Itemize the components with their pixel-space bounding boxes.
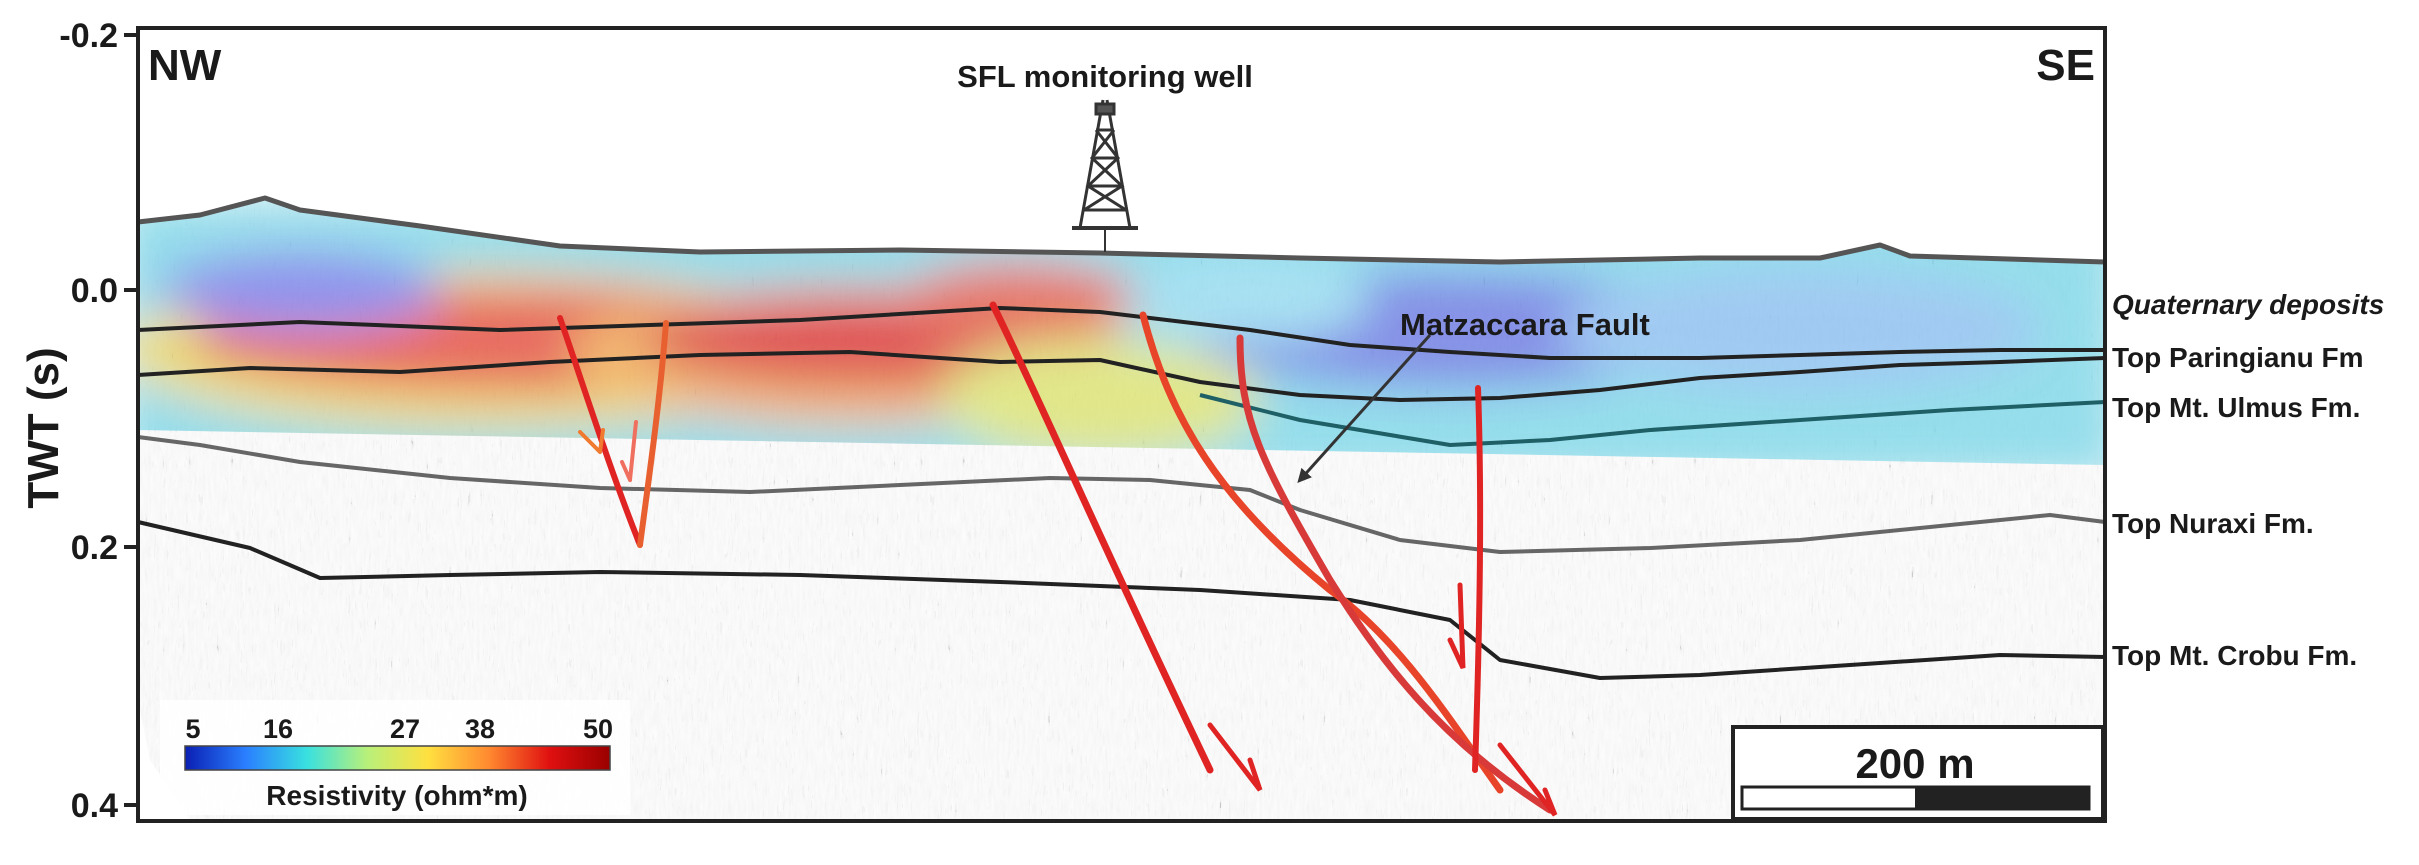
scale-bar: 200 m <box>1731 725 2105 821</box>
plot-frame <box>136 26 2107 823</box>
resistivity-overlay <box>138 200 2105 465</box>
direction-label-se: SE <box>2036 41 2095 90</box>
fault-name-label: Matzaccara Fault <box>1400 307 1650 342</box>
y-tick-label: 0.4 <box>71 787 118 825</box>
scale-bar-label: 200 m <box>1855 740 1974 787</box>
y-tick-label: 0.0 <box>71 272 118 310</box>
colorbar-tick-label: 50 <box>583 714 613 744</box>
horizon-quaternary <box>137 306 2105 360</box>
horizon-label: Top Mt. Ulmus Fm. <box>2112 392 2360 423</box>
fault-pointer-arrow <box>1297 333 1432 483</box>
fault-1 <box>557 315 643 548</box>
colorbar-tick-label: 5 <box>185 714 200 744</box>
y-axis-ticks <box>124 33 138 807</box>
colorbar-tick-label: 38 <box>465 714 495 744</box>
y-axis-tick-labels: -0.2 0.0 0.2 0.4 <box>59 17 118 825</box>
horizon-ulmus <box>1199 393 2106 447</box>
horizon-label: Top Mt. Crobu Fm. <box>2112 640 2357 671</box>
fault-lines <box>557 301 1558 817</box>
resistivity-colorbar: 5 16 27 38 50 Resistivity (ohm*m) <box>160 700 630 815</box>
horizon-paringianu <box>137 350 2106 402</box>
fault-2 <box>637 320 669 548</box>
colorbar-tick-label: 27 <box>390 714 420 744</box>
fault-3 <box>989 301 1214 774</box>
fault-slip-arrow-1 <box>578 428 605 454</box>
drilling-rig-icon <box>1072 99 1138 252</box>
fault-6 <box>1472 385 1484 773</box>
well-label: SFL monitoring well <box>957 59 1253 94</box>
horizon-lines <box>137 195 2106 680</box>
horizon-surface <box>137 195 2106 265</box>
fault-slip-arrow-4 <box>1497 742 1558 817</box>
horizon-label: Top Nuraxi Fm. <box>2112 508 2314 539</box>
direction-label-nw: NW <box>148 41 222 90</box>
fault-5 <box>1236 334 1554 814</box>
fault-slip-arrow-2 <box>620 420 638 482</box>
horizon-labels: Quaternary deposits Top Paringianu Fm To… <box>2112 289 2384 671</box>
colorbar-title: Resistivity (ohm*m) <box>266 780 527 811</box>
fault-slip-arrow-3 <box>1207 722 1263 792</box>
colorbar-tick-label: 16 <box>263 714 293 744</box>
y-tick-label: -0.2 <box>59 17 118 55</box>
horizon-label: Quaternary deposits <box>2112 289 2384 320</box>
fault-4 <box>1139 311 1504 794</box>
y-tick-label: 0.2 <box>71 529 118 567</box>
horizon-crobu <box>137 520 2106 680</box>
colorbar-tick-labels: 5 16 27 38 50 <box>185 714 613 744</box>
y-axis-title: TWT (s) <box>19 347 68 508</box>
horizon-label: Top Paringianu Fm <box>2112 342 2363 373</box>
fault-slip-arrow-5 <box>1447 582 1466 670</box>
colorbar-ramp <box>184 745 611 771</box>
horizon-nuraxi <box>137 435 2106 554</box>
